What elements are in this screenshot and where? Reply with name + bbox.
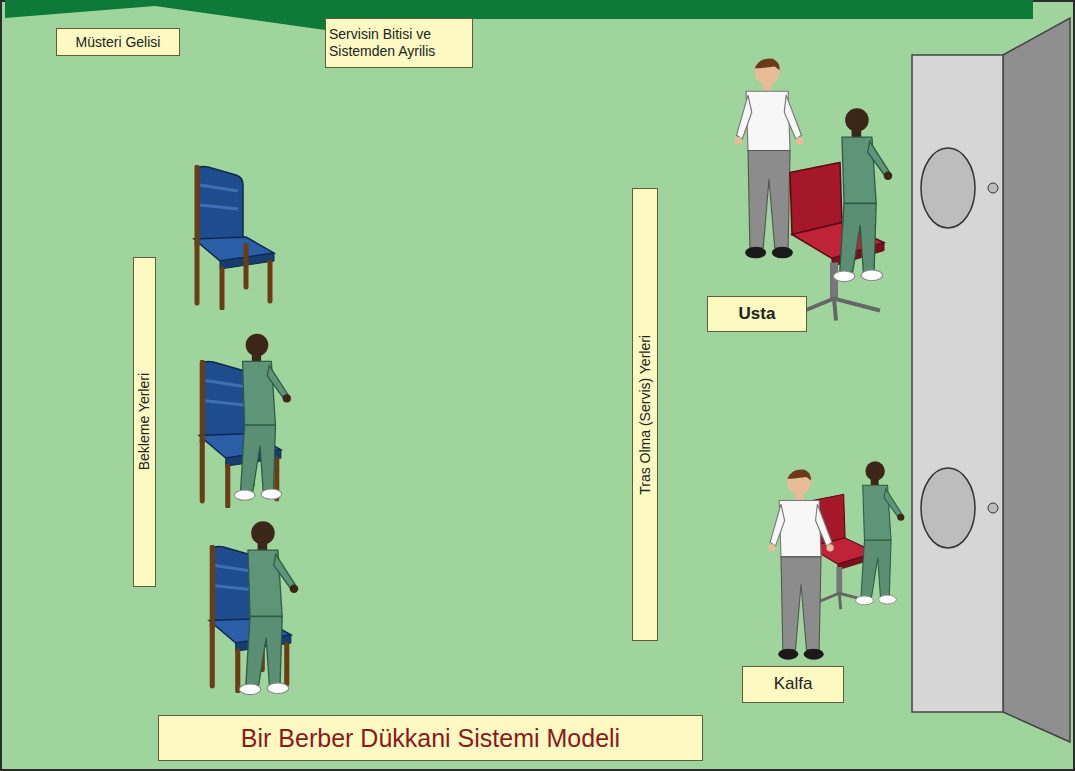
customer xyxy=(234,334,291,501)
mirror-wall xyxy=(912,55,1003,712)
mirror xyxy=(921,148,975,228)
event-box: Müsteri Gelisi xyxy=(56,28,180,56)
apprentice-barber xyxy=(768,469,833,659)
top-wall xyxy=(325,0,1033,19)
server-label: Kalfa xyxy=(742,666,844,703)
customer xyxy=(833,108,892,281)
knob xyxy=(988,183,998,193)
node-text: Müsteri Gelisi xyxy=(76,34,161,51)
area-label: Tras Olma (Servis) Yerleri xyxy=(632,188,658,641)
node-text: Tras Olma (Servis) Yerleri xyxy=(637,335,654,495)
node-text: Kalfa xyxy=(774,674,813,694)
waiting-chair xyxy=(194,167,274,309)
customer xyxy=(856,461,905,604)
title-box: Bir Berber Dükkani Sistemi Modeli xyxy=(158,715,703,761)
node-text: Servisin Bitisi ve Sistemden Ayrilis xyxy=(329,26,464,60)
wall-side xyxy=(1003,18,1070,742)
area-label: Bekleme Yerleri xyxy=(133,257,156,587)
mirror xyxy=(921,468,975,548)
node-text: Usta xyxy=(739,304,776,324)
node-text: Bekleme Yerleri xyxy=(136,373,153,470)
title: Bir Berber Dükkani Sistemi Modeli xyxy=(241,724,620,753)
event-box: Servisin Bitisi ve Sistemden Ayrilis xyxy=(325,18,473,68)
customer xyxy=(239,521,298,694)
server-label: Usta xyxy=(707,296,807,332)
knob xyxy=(988,503,998,513)
top-wall xyxy=(5,0,325,30)
